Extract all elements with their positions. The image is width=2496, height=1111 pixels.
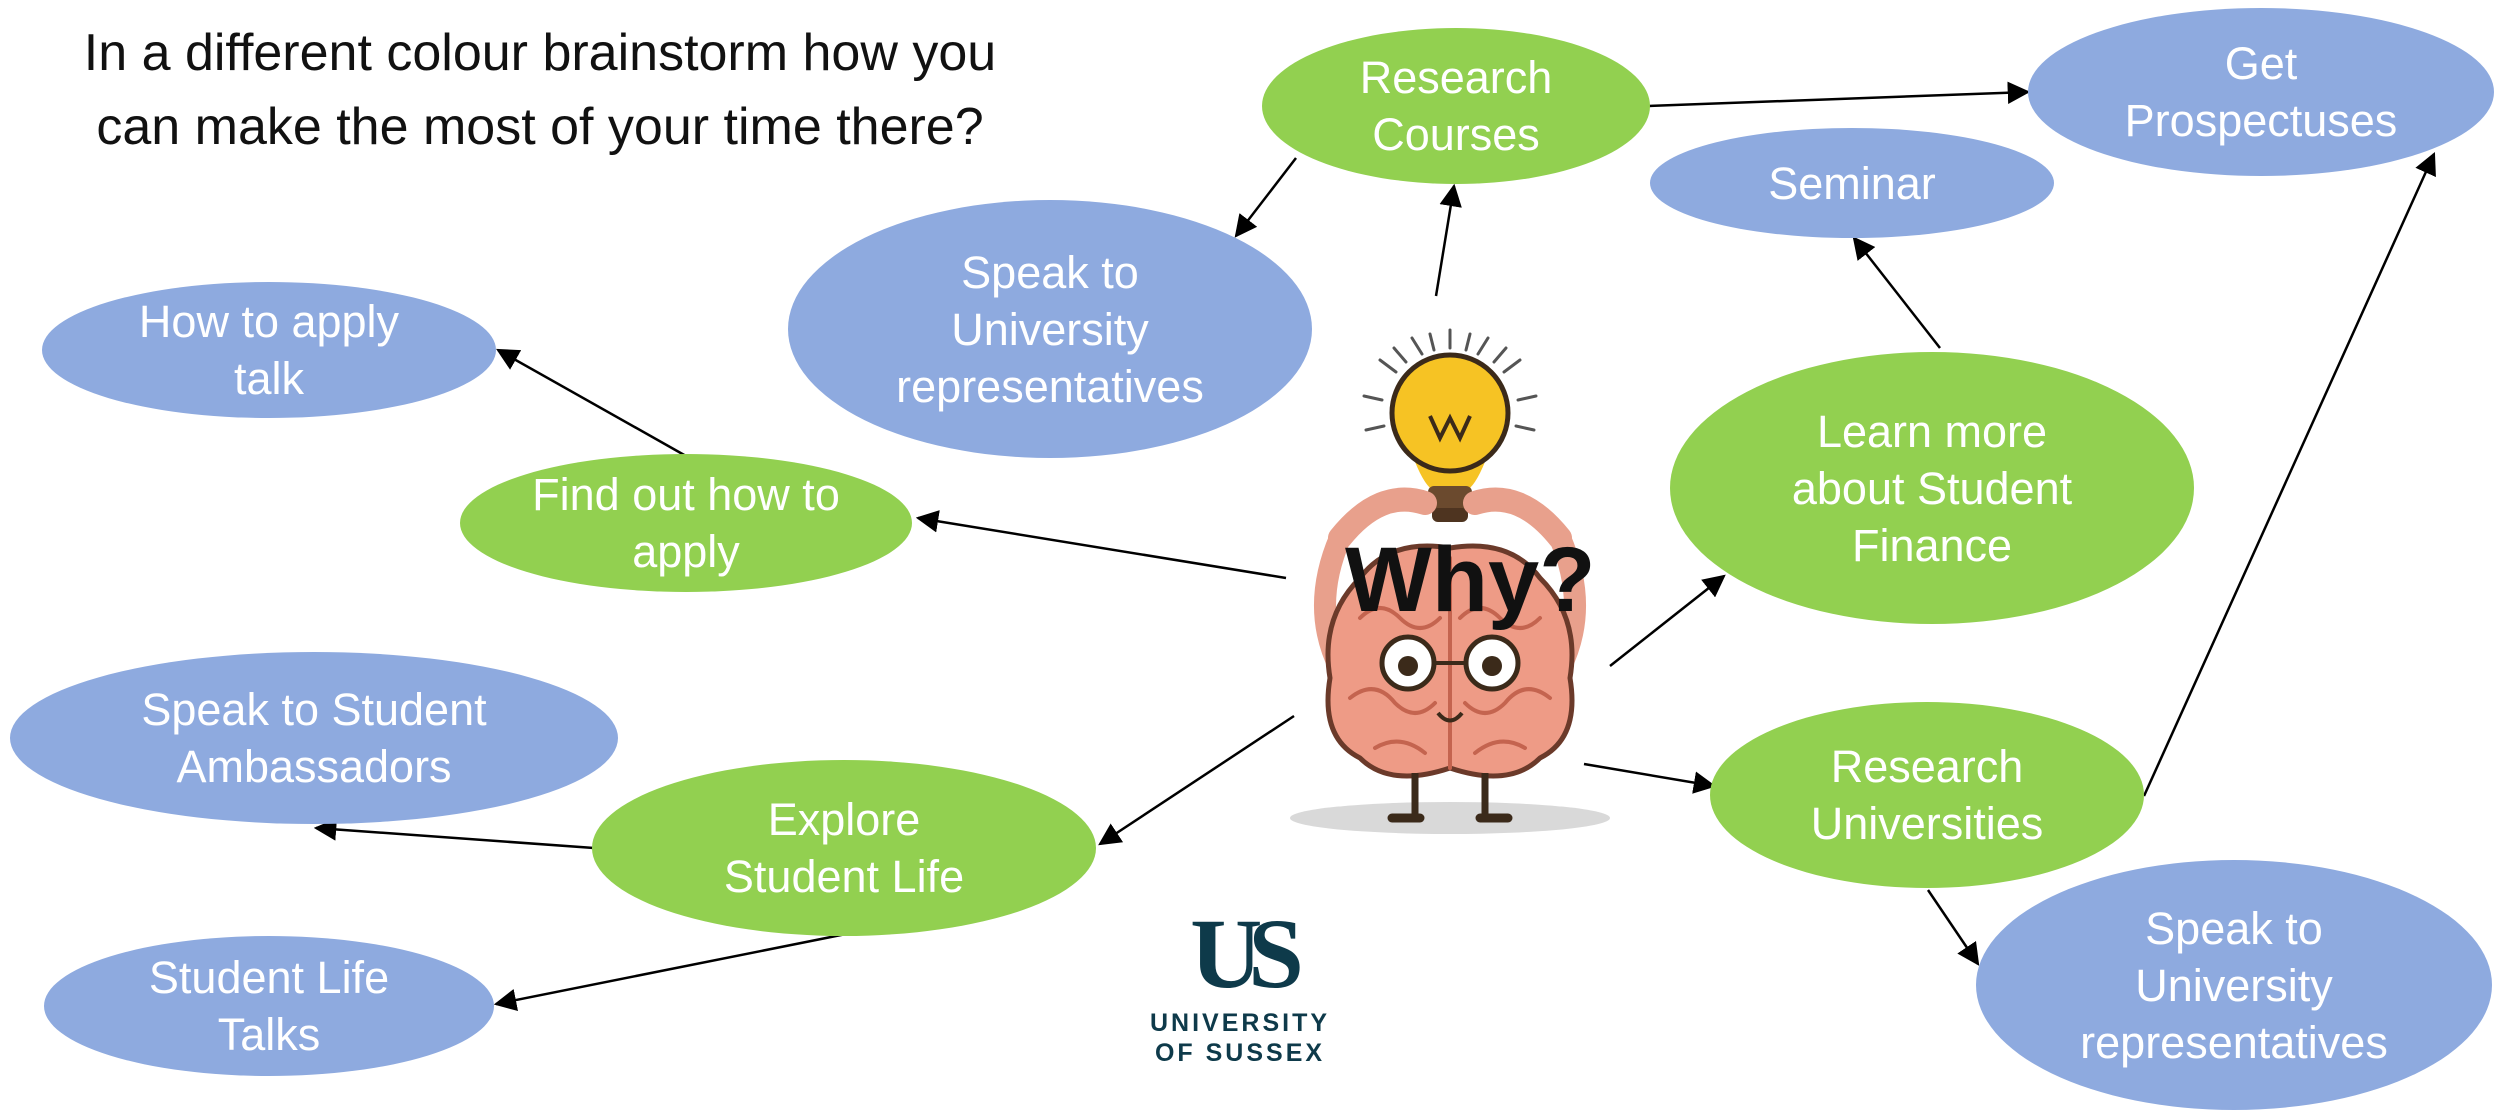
- university-logo: US UNIVERSITY OF SUSSEX: [1150, 898, 1331, 1068]
- arrow-explore-to-ambassadors: [313, 818, 595, 850]
- logo-mark: US: [1190, 898, 1304, 1009]
- node-get-prospectuses: Get Prospectuses: [2028, 8, 2494, 176]
- instruction-text: In a different colour brainstorm how you…: [83, 24, 997, 156]
- node-student-life-talks: Student Life Talks: [44, 936, 494, 1076]
- arrow-research-courses-to-uni-reps: [1234, 157, 1297, 238]
- arrow-research-unis-to-prospectuses: [2142, 151, 2436, 797]
- arrow-find-out-to-how-to-apply: [496, 348, 687, 458]
- arrow-research-courses-to-prospectuses: [1647, 81, 2031, 108]
- node-speak-uni-reps-top: Speak to University representatives: [788, 200, 1312, 458]
- arrow-brain-to-research-unis: [1583, 762, 1717, 794]
- node-seminar: Seminar: [1650, 128, 2054, 238]
- center-why-label: Why?: [1345, 529, 1596, 631]
- node-research-courses: Research Courses: [1262, 28, 1650, 184]
- node-speak-uni-reps-bottom: Speak to University representatives: [1976, 860, 2492, 1110]
- arrow-brain-to-find-out: [915, 510, 1287, 580]
- logo-name-line2: OF SUSSEX: [1154, 1039, 1326, 1067]
- logo-name-line1: UNIVERSITY: [1150, 1009, 1331, 1037]
- node-find-out-how-to-apply: Find out how to apply: [460, 454, 912, 592]
- node-research-universities: Research Universities: [1710, 702, 2144, 888]
- arrow-brain-to-research-courses: [1434, 183, 1462, 297]
- node-explore-student-life: Explore Student Life: [592, 760, 1096, 936]
- arrow-brain-to-finance: [1609, 574, 1726, 667]
- thinking-brain-icon: [1290, 328, 1610, 834]
- node-how-to-apply-talk: How to apply talk: [42, 282, 496, 418]
- node-speak-student-ambassadors: Speak to Student Ambassadors: [10, 652, 618, 824]
- node-learn-student-finance: Learn more about Student Finance: [1670, 352, 2194, 624]
- arrow-finance-to-seminar: [1852, 236, 1941, 349]
- arrow-brain-to-explore: [1098, 714, 1295, 846]
- arrow-research-unis-to-uni-reps: [1926, 889, 1980, 966]
- arrow-explore-to-life-talks: [493, 932, 847, 1012]
